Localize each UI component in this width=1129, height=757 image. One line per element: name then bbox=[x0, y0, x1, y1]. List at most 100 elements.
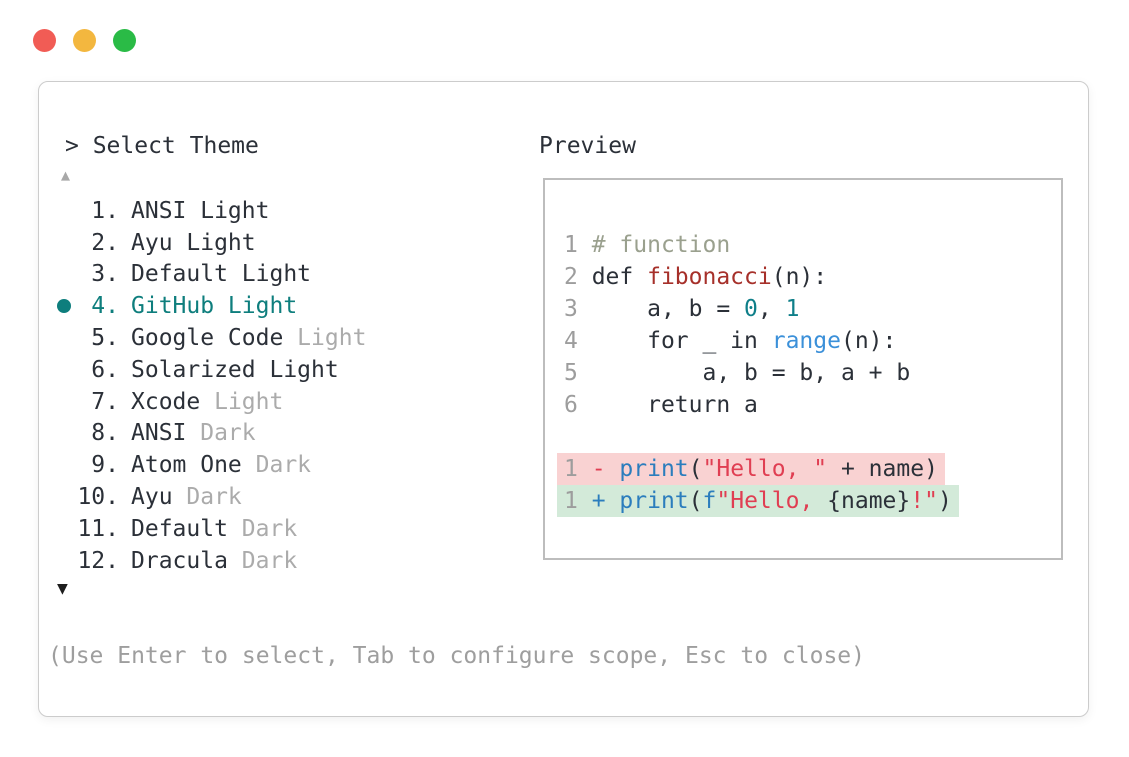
line-number: 5 bbox=[564, 360, 592, 386]
theme-item-google-code[interactable]: 5. Google Code Light bbox=[53, 322, 366, 354]
theme-item-ayu[interactable]: 10. Ayu Dark bbox=[53, 481, 366, 513]
theme-item-ayu-light[interactable]: 2. Ayu Light bbox=[53, 227, 366, 259]
code-line-4: 4 for _ in range(n): bbox=[557, 325, 959, 357]
theme-item-number: 1. bbox=[91, 197, 119, 224]
theme-item-number: 10. bbox=[77, 484, 119, 511]
selected-bullet-icon bbox=[53, 299, 77, 314]
theme-item-number: 6. bbox=[91, 356, 119, 383]
preview-label: Preview bbox=[539, 133, 636, 159]
theme-item-number: 8. bbox=[91, 420, 119, 447]
code-token: {name} bbox=[827, 488, 911, 514]
theme-item-number: 7. bbox=[91, 388, 119, 415]
code-token: a, b = bbox=[591, 296, 745, 322]
line-number bbox=[564, 424, 592, 450]
selected-dot-icon bbox=[57, 299, 71, 314]
theme-item-number: 5. bbox=[91, 325, 119, 352]
theme-item-xcode[interactable]: 7.Xcode Light bbox=[53, 386, 366, 418]
theme-item-label-muted: Light bbox=[283, 325, 367, 352]
code-line-inner: 4 for _ in range(n): bbox=[557, 325, 903, 357]
theme-item-solarized-light[interactable]: 6. Solarized Light bbox=[53, 354, 366, 386]
theme-item-label: Dracula Dark bbox=[131, 547, 298, 574]
code-token: + name) bbox=[827, 456, 938, 482]
code-line-blank bbox=[557, 421, 959, 453]
code-token: "Hello, bbox=[716, 488, 828, 514]
theme-item-default[interactable]: 11.Default Dark bbox=[53, 513, 366, 545]
theme-item-label: Atom One Dark bbox=[131, 452, 312, 479]
theme-item-ansi[interactable]: 8. ANSI Dark bbox=[53, 418, 366, 450]
theme-item-label-muted: Dark bbox=[227, 547, 298, 574]
code-token: 0 bbox=[744, 296, 758, 322]
code-token: a, b = b, a + b bbox=[591, 360, 911, 386]
theme-item-number: 12. bbox=[77, 547, 119, 574]
code-line-inner: 6 return a bbox=[557, 389, 765, 421]
prompt-title: > Select Theme bbox=[65, 133, 259, 159]
code-line-5: 5 a, b = b, a + b bbox=[557, 357, 959, 389]
close-button-icon[interactable] bbox=[33, 29, 56, 52]
theme-item-dracula[interactable]: 12. Dracula Dark bbox=[53, 545, 366, 577]
code-token: - bbox=[591, 456, 620, 482]
minimize-button-icon[interactable] bbox=[73, 29, 96, 52]
code-token: ( bbox=[688, 488, 703, 514]
theme-item-label: Solarized Light bbox=[131, 356, 339, 383]
theme-item-number: 3. bbox=[91, 261, 119, 288]
theme-item-label: Google Code Light bbox=[131, 325, 367, 352]
theme-item-label: Ayu Light bbox=[131, 229, 256, 256]
code-line-1: 1 # function bbox=[557, 229, 959, 261]
removed-highlight: 1 - print("Hello, " + name) bbox=[557, 453, 945, 485]
line-number: 4 bbox=[564, 328, 592, 354]
theme-item-ansi-light[interactable]: 1. ANSI Light bbox=[53, 195, 366, 227]
maximize-button-icon[interactable] bbox=[113, 29, 136, 52]
theme-item-label-muted: Dark bbox=[186, 420, 256, 447]
theme-item-label: Default Light bbox=[131, 261, 312, 288]
theme-item-label: Default Dark bbox=[131, 515, 298, 542]
theme-item-label: ANSI Dark bbox=[131, 420, 256, 447]
code-token: "Hello, " bbox=[702, 456, 828, 482]
diff-removed-line: 1 - print("Hello, " + name) bbox=[557, 453, 959, 485]
theme-item-default-light[interactable]: 3. Default Light bbox=[53, 259, 366, 291]
code-token: print bbox=[619, 488, 689, 514]
code-token: + bbox=[591, 488, 620, 514]
theme-item-label: ANSI Light bbox=[131, 197, 270, 224]
code-token: fibonacci bbox=[647, 264, 772, 290]
code-line-6: 6 return a bbox=[557, 389, 959, 421]
code-token: (n): bbox=[840, 328, 897, 354]
diff-added-line: 1 + print(f"Hello, {name}!") bbox=[557, 485, 959, 517]
code-line-inner: 3 a, b = 0, 1 bbox=[557, 293, 806, 325]
code-line-inner: 2 def fibonacci(n): bbox=[557, 261, 834, 293]
theme-item-number: 2. bbox=[91, 229, 119, 256]
code-line-inner: 5 a, b = b, a + b bbox=[557, 357, 917, 389]
code-token: (n): bbox=[771, 264, 828, 290]
scroll-down-icon[interactable]: ▼ bbox=[57, 578, 68, 599]
keyboard-hint: (Use Enter to select, Tab to configure s… bbox=[48, 643, 865, 669]
line-number: 1 bbox=[564, 488, 592, 514]
theme-item-label: Ayu Dark bbox=[131, 484, 242, 511]
code-token: !" bbox=[910, 488, 938, 514]
theme-item-label-muted: Dark bbox=[241, 452, 312, 479]
theme-item-number: 4. bbox=[91, 293, 119, 320]
code-token: f bbox=[702, 488, 717, 514]
line-number: 6 bbox=[564, 392, 592, 418]
code-token: ( bbox=[688, 456, 703, 482]
code-token: , bbox=[757, 296, 786, 322]
code-line-2: 2 def fibonacci(n): bbox=[557, 261, 959, 293]
line-number: 1 bbox=[564, 456, 592, 482]
code-token: print bbox=[619, 456, 689, 482]
theme-selector-panel: > Select Theme ▲ 1. ANSI Light 2. Ayu Light… bbox=[38, 81, 1089, 717]
code-token: def bbox=[591, 264, 648, 290]
theme-item-github-light[interactable]: 4.GitHub Light bbox=[53, 290, 366, 322]
code-token: ) bbox=[937, 488, 952, 514]
code-line-3: 3 a, b = 0, 1 bbox=[557, 293, 959, 325]
theme-item-label-muted: Dark bbox=[172, 484, 242, 511]
theme-item-label-muted: Dark bbox=[227, 515, 298, 542]
line-number: 3 bbox=[564, 296, 592, 322]
theme-item-atom-one[interactable]: 9. Atom One Dark bbox=[53, 449, 366, 481]
code-token: for _ in bbox=[591, 328, 772, 354]
code-line-inner: 1 # function bbox=[557, 229, 737, 261]
scroll-up-icon[interactable]: ▲ bbox=[61, 166, 71, 184]
code-token: range bbox=[771, 328, 841, 354]
code-token: # function bbox=[591, 232, 731, 258]
theme-item-number: 9. bbox=[91, 452, 119, 479]
added-highlight: 1 + print(f"Hello, {name}!") bbox=[557, 485, 959, 517]
